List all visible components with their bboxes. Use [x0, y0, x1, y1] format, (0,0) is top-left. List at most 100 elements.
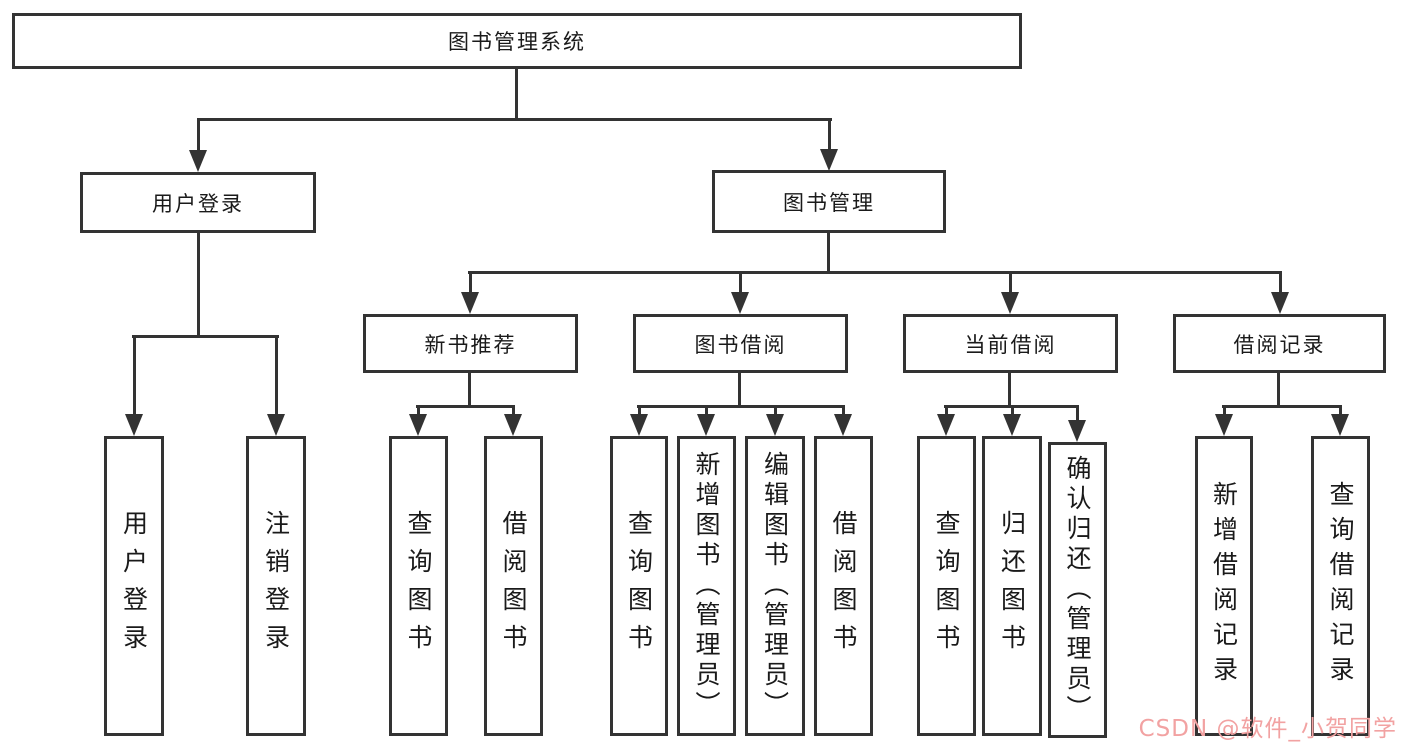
node-leaf-confirm-return-admin: 确认归还（管理员）: [1048, 442, 1107, 738]
arrow-tip: [409, 414, 427, 436]
node-leaf-borrow-books-borrowing: 借阅图书: [814, 436, 873, 736]
arrow-tip: [630, 414, 648, 436]
arrow-down-icon: [697, 405, 715, 436]
arrow-down-icon: [1331, 405, 1349, 436]
node-label: 归还图书: [997, 510, 1027, 662]
connector-line: [197, 118, 832, 121]
arrow-tip: [1331, 414, 1349, 436]
node-label: 查询图书: [624, 510, 654, 662]
arrow-down-icon: [504, 405, 522, 436]
node-leaf-add-books-admin: 新增图书（管理员）: [677, 436, 736, 736]
arrow-tip: [504, 414, 522, 436]
arrow-shaft: [511, 405, 515, 414]
arrow-tip: [125, 414, 143, 436]
arrow-down-icon: [189, 118, 207, 172]
arrow-shaft: [274, 335, 278, 414]
connector-line: [416, 405, 515, 408]
arrow-down-icon: [820, 118, 838, 171]
arrow-down-icon: [1215, 405, 1233, 436]
arrow-down-icon: [125, 335, 143, 436]
node-label: 查询借阅记录: [1326, 481, 1355, 691]
connector-line: [132, 335, 279, 338]
arrow-shaft: [1010, 405, 1014, 414]
node-borrowing-records: 借阅记录: [1173, 314, 1386, 373]
arrow-down-icon: [1271, 271, 1289, 314]
connector-line: [468, 271, 1281, 274]
node-label: 用户登录: [119, 510, 149, 662]
arrow-shaft: [738, 271, 742, 292]
arrow-tip: [1003, 414, 1021, 436]
csdn-watermark: CSDN @软件_小贺同学: [1138, 716, 1397, 742]
node-label: 编辑图书（管理员）: [760, 451, 790, 721]
arrow-tip: [766, 414, 784, 436]
node-leaf-borrow-books-recommendation: 借阅图书: [484, 436, 543, 736]
connector-line: [1277, 373, 1280, 407]
arrow-tip: [1068, 420, 1086, 442]
arrow-down-icon: [834, 405, 852, 436]
arrow-shaft: [637, 405, 641, 414]
arrow-down-icon: [1001, 271, 1019, 314]
node-book-borrowing: 图书借阅: [633, 314, 848, 373]
arrow-shaft: [1338, 405, 1342, 414]
arrow-tip: [189, 150, 207, 172]
connector-line: [1008, 373, 1011, 407]
arrow-tip: [1271, 292, 1289, 314]
node-new-book-recommendation: 新书推荐: [363, 314, 578, 373]
arrow-down-icon: [731, 271, 749, 314]
arrow-tip: [834, 414, 852, 436]
connector-line: [1222, 405, 1342, 408]
arrow-tip: [731, 292, 749, 314]
node-label: 新增借阅记录: [1209, 481, 1239, 691]
arrow-down-icon: [630, 405, 648, 436]
arrow-down-icon: [461, 271, 479, 314]
arrow-shaft: [704, 405, 708, 414]
arrow-tip: [267, 414, 285, 436]
arrow-shaft: [773, 405, 777, 414]
arrow-tip: [1001, 292, 1019, 314]
arrow-tip: [820, 149, 838, 171]
node-label: 注销登录: [261, 510, 291, 662]
connector-line: [468, 373, 471, 407]
arrow-shaft: [841, 405, 845, 414]
node-user-login: 用户登录: [80, 172, 316, 233]
node-leaf-add-borrow-record: 新增借阅记录: [1195, 436, 1253, 736]
arrow-down-icon: [409, 405, 427, 436]
arrow-down-icon: [267, 335, 285, 436]
arrow-tip: [1215, 414, 1233, 436]
arrow-tip: [937, 414, 955, 436]
arrow-shaft: [196, 118, 200, 150]
node-leaf-user-login: 用户登录: [104, 436, 164, 736]
node-label: 确认归还（管理员）: [1063, 455, 1092, 725]
node-label: 查询图书: [404, 510, 433, 662]
arrow-down-icon: [766, 405, 784, 436]
node-leaf-return-books: 归还图书: [982, 436, 1042, 736]
arrow-down-icon: [937, 405, 955, 436]
node-leaf-query-books-borrowing: 查询图书: [610, 436, 668, 736]
node-library-management-system: 图书管理系统: [12, 13, 1022, 69]
arrow-shaft: [416, 405, 420, 414]
connector-line: [827, 233, 830, 273]
arrow-down-icon: [1003, 405, 1021, 436]
node-label: 新增图书（管理员）: [692, 451, 721, 721]
arrow-tip: [461, 292, 479, 314]
node-leaf-query-borrow-record: 查询借阅记录: [1311, 436, 1370, 736]
connector-line: [515, 68, 518, 121]
node-label: 借阅图书: [499, 510, 528, 662]
arrow-shaft: [827, 118, 831, 149]
arrow-shaft: [1075, 405, 1079, 420]
arrow-shaft: [1222, 405, 1226, 414]
node-leaf-query-books-recommendation: 查询图书: [389, 436, 448, 736]
connector-line: [197, 233, 200, 337]
arrow-shaft: [468, 271, 472, 292]
arrow-down-icon: [1068, 405, 1086, 442]
connector-line: [637, 405, 845, 408]
node-book-management: 图书管理: [712, 170, 946, 233]
node-leaf-query-books-current: 查询图书: [917, 436, 976, 736]
arrow-tip: [697, 414, 715, 436]
node-leaf-logout: 注销登录: [246, 436, 306, 736]
arrow-shaft: [132, 335, 136, 414]
node-leaf-edit-books-admin: 编辑图书（管理员）: [745, 436, 805, 736]
node-label: 查询图书: [932, 510, 961, 662]
node-current-borrowing: 当前借阅: [903, 314, 1118, 373]
